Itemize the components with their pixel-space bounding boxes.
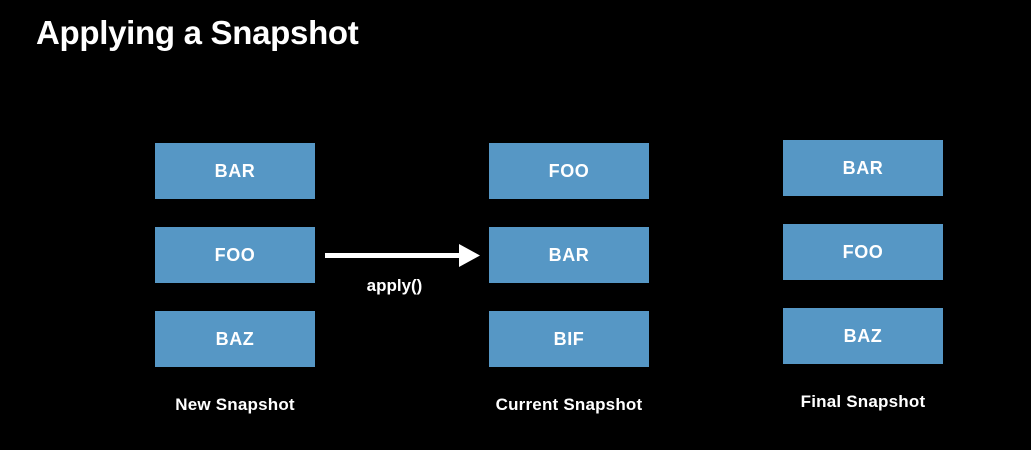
snapshot-box: FOO (155, 227, 315, 283)
apply-arrow-icon (325, 244, 480, 267)
column-final-snapshot: BAR FOO BAZ Final Snapshot (783, 140, 943, 412)
page-title: Applying a Snapshot (36, 14, 359, 51)
snapshot-box: BAZ (155, 311, 315, 367)
snapshot-box: BIF (489, 311, 649, 367)
snapshot-box: BAR (489, 227, 649, 283)
snapshot-box: BAZ (783, 308, 943, 364)
column-new-snapshot: BAR FOO BAZ New Snapshot (155, 143, 315, 415)
snapshot-box: BAR (155, 143, 315, 199)
column-current-snapshot: FOO BAR BIF Current Snapshot (489, 143, 649, 415)
snapshot-box: FOO (783, 224, 943, 280)
column-label-final-snapshot: Final Snapshot (800, 392, 926, 411)
snapshot-box: FOO (489, 143, 649, 199)
apply-arrow-label: apply() (366, 276, 423, 295)
column-label-new-snapshot: New Snapshot (175, 395, 295, 414)
snapshot-box: BAR (783, 140, 943, 196)
column-label-current-snapshot: Current Snapshot (495, 395, 643, 414)
